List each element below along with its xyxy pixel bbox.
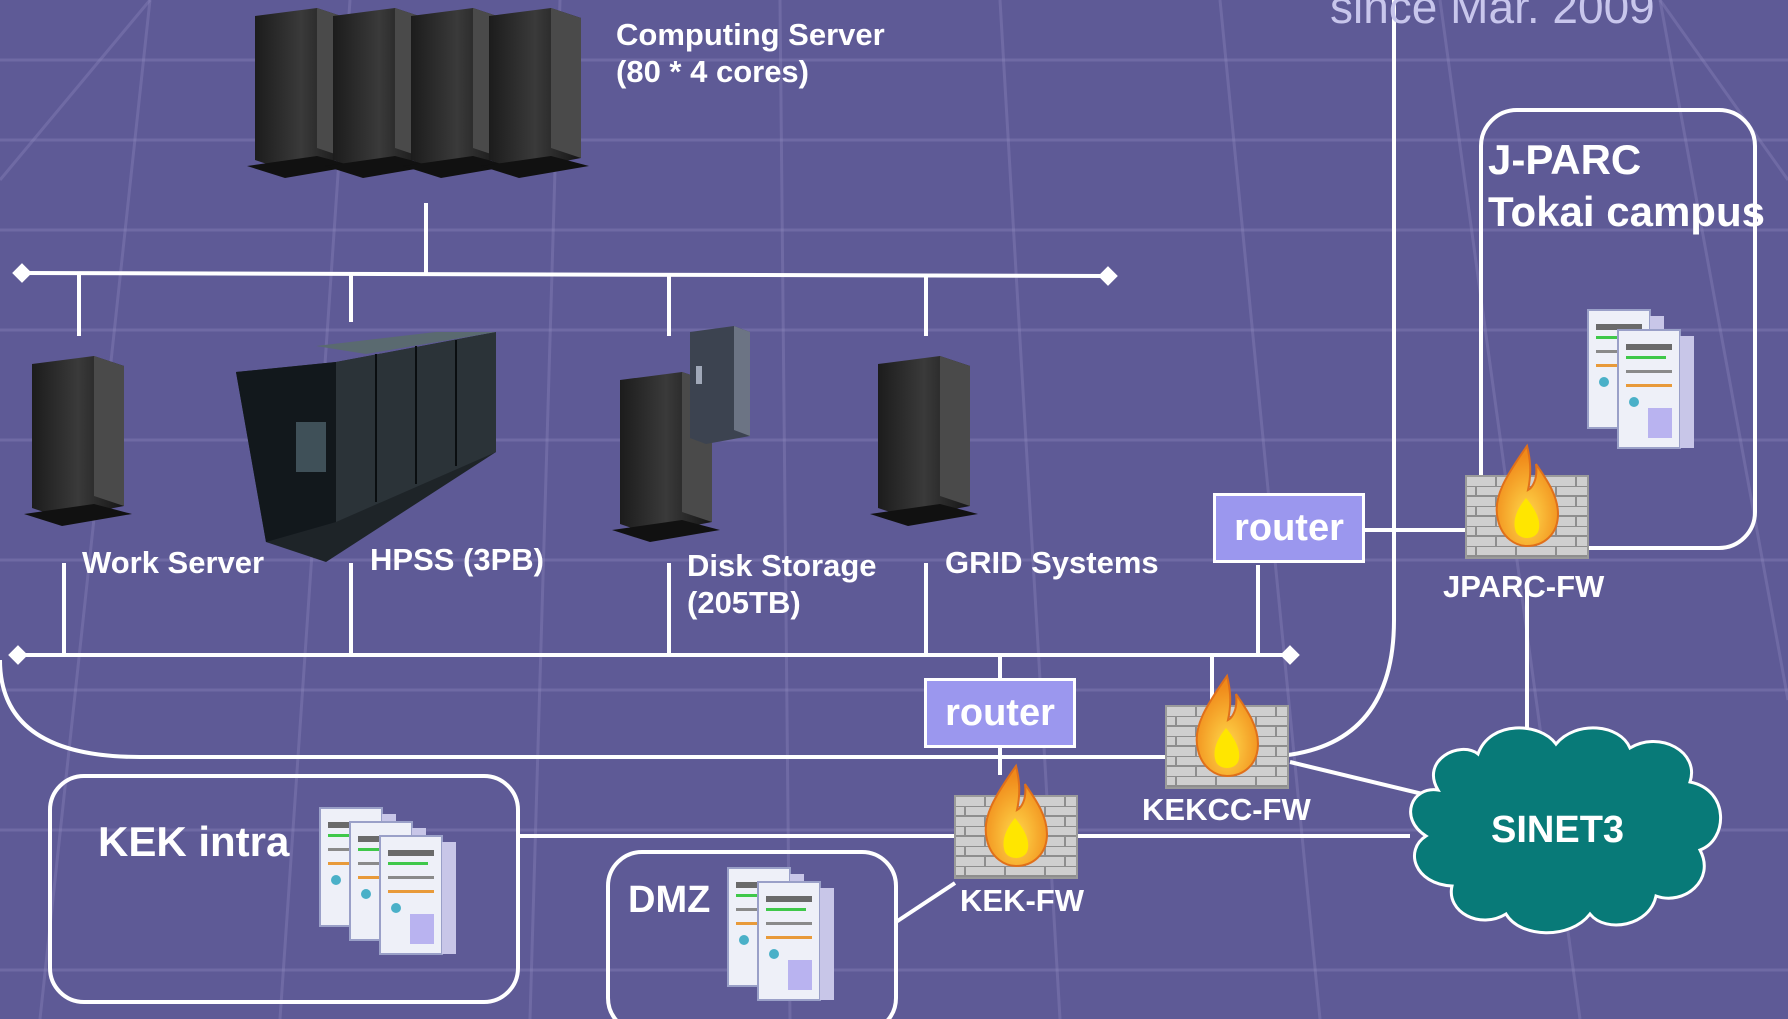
disk-storage-line2: (205TB) — [687, 585, 801, 620]
grid-systems-label: GRID Systems — [945, 545, 1159, 580]
computing-server-line1: Computing Server — [616, 17, 885, 52]
kek-intra-label: KEK intra — [98, 818, 290, 865]
jparc-pc-group — [1587, 309, 1695, 449]
jparc-boundary — [1479, 108, 1757, 550]
work-server-rack — [24, 356, 132, 526]
lower-bus — [8, 563, 1300, 712]
sinet-label: SINET3 — [1491, 809, 1625, 851]
jparc-line2: Tokai campus — [1488, 188, 1765, 235]
computing-server-racks — [247, 8, 589, 178]
router-lower: router — [924, 678, 1076, 748]
jparc-fw-label: JPARC-FW — [1443, 569, 1605, 604]
disk-storage-line1: Disk Storage — [687, 548, 877, 583]
hpss-label: HPSS (3PB) — [370, 542, 544, 577]
header-fragment: since Mar. 2009 — [1330, 0, 1655, 33]
work-server-label: Work Server — [82, 545, 265, 580]
disk-storage-label: Disk Storage (205TB) — [687, 547, 877, 621]
jparc-line1: J-PARC — [1488, 136, 1642, 183]
dmz-boundary — [606, 850, 898, 1019]
jparc-label: J-PARC Tokai campus — [1488, 134, 1765, 238]
hpss-tape-library — [236, 332, 496, 562]
kek-intra-boundary — [48, 774, 520, 1004]
kek-firewall-icon — [954, 765, 1078, 879]
jparc-firewall-icon — [1465, 445, 1589, 559]
sinet-cloud — [1409, 726, 1723, 935]
dmz-pc-group — [727, 867, 835, 1001]
kek-fw-label: KEK-FW — [960, 883, 1084, 918]
router-upper: router — [1213, 493, 1365, 563]
upper-bus — [12, 203, 1118, 336]
computing-server-label: Computing Server (80 * 4 cores) — [616, 16, 885, 90]
kekcc-fw-label: KEKCC-FW — [1142, 792, 1311, 827]
computing-server-line2: (80 * 4 cores) — [616, 54, 809, 89]
grid-systems-rack — [870, 356, 978, 526]
disk-storage-unit — [690, 326, 750, 444]
kekcc-firewall-icon — [1165, 675, 1289, 789]
wan-links — [518, 528, 1529, 924]
dmz-label: DMZ — [628, 879, 711, 921]
